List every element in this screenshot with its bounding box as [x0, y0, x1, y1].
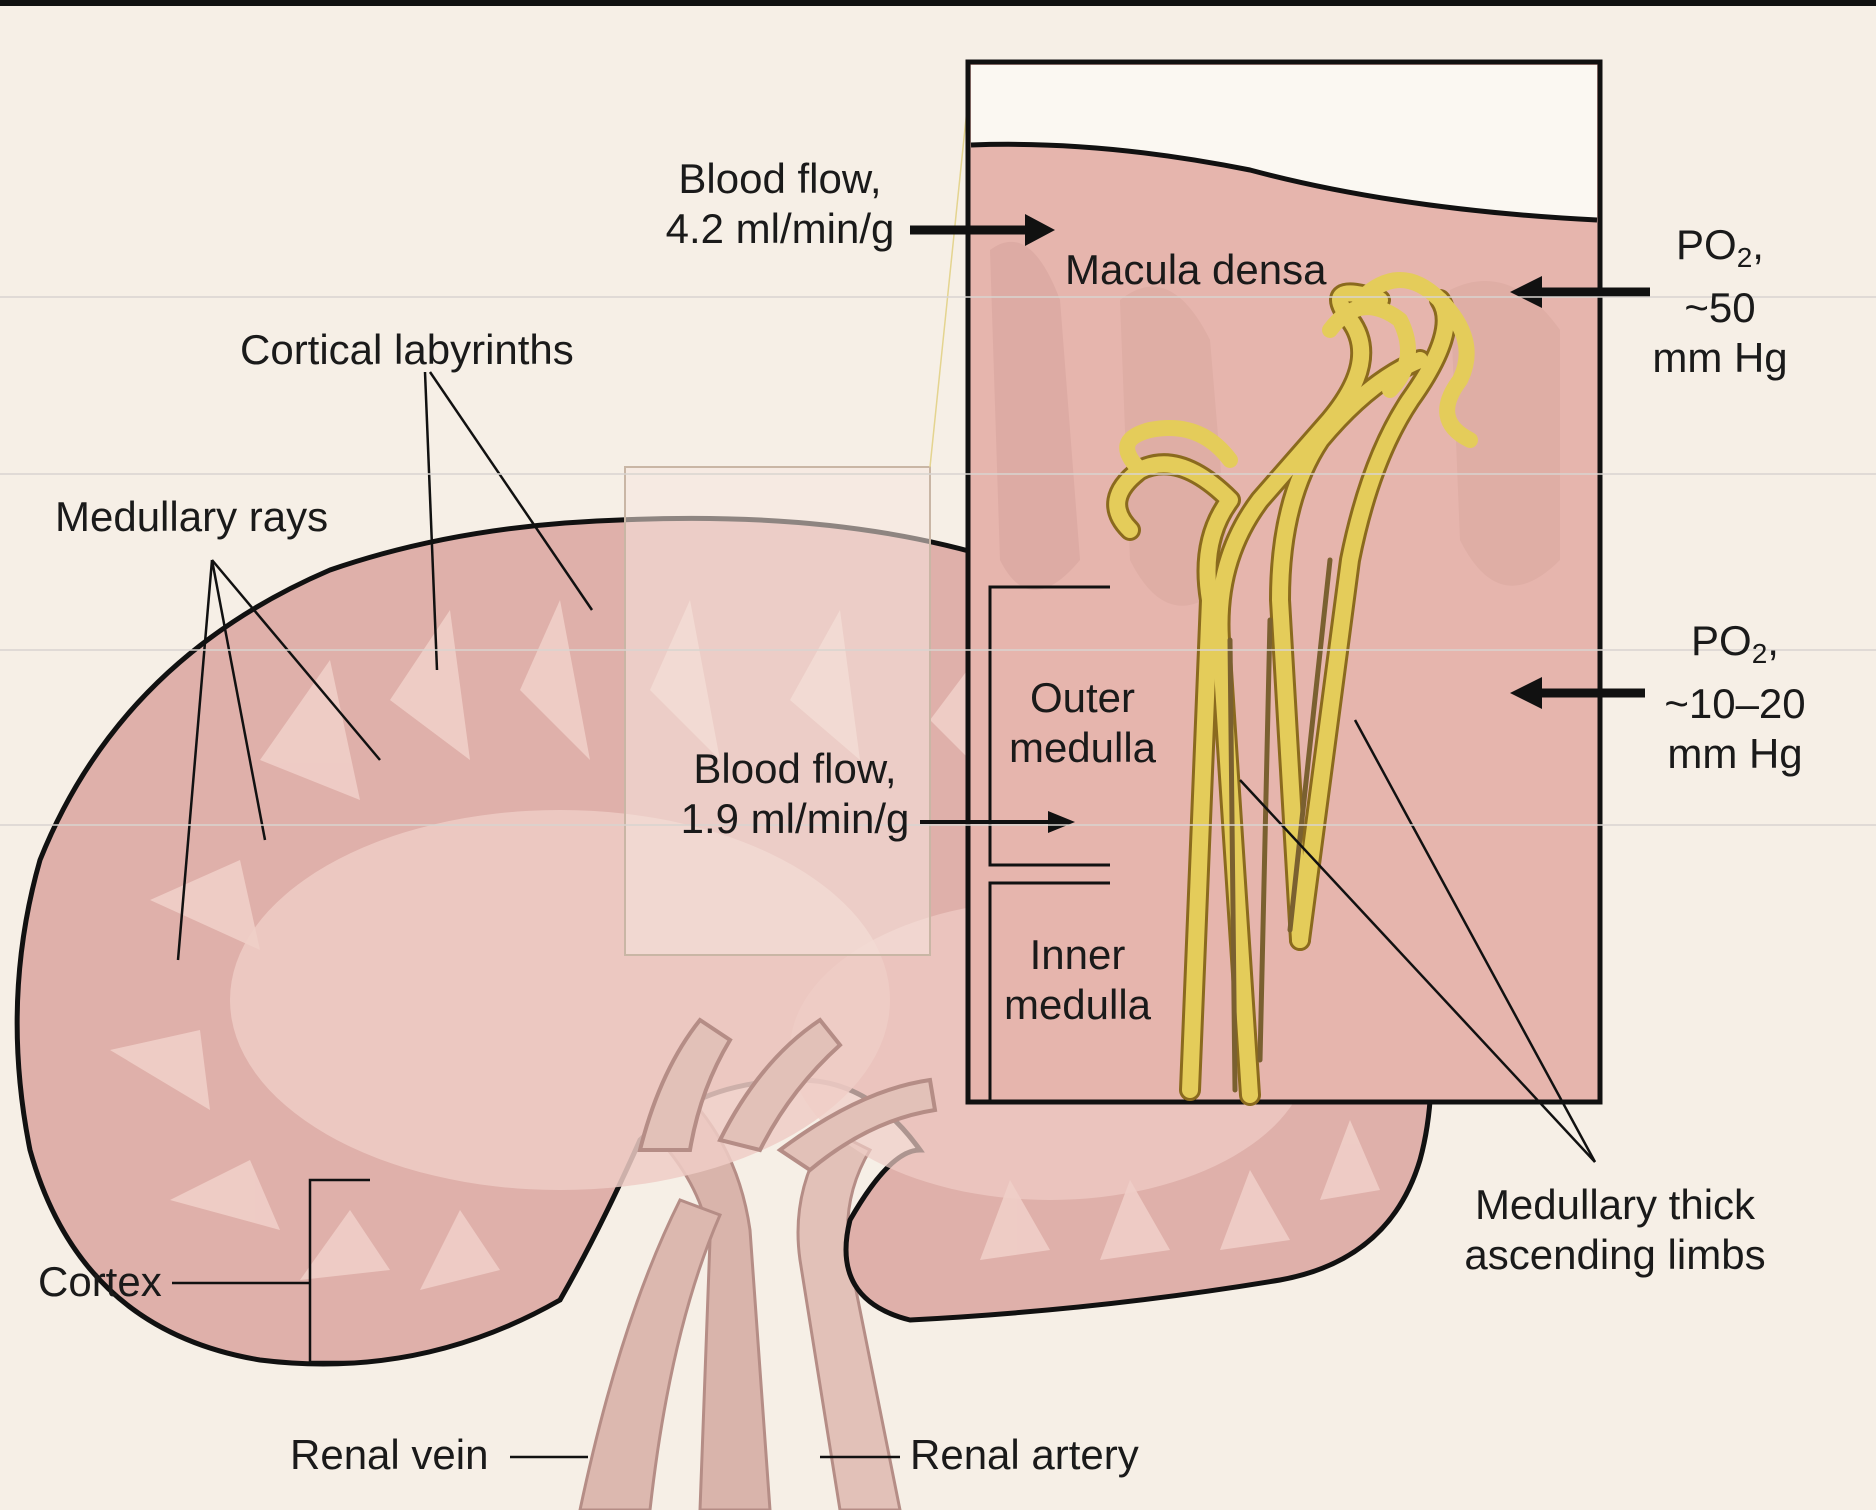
medullary-thick-limbs-label: Medullary thick ascending limbs	[1440, 1180, 1790, 1280]
po2-cortex-title: PO2,	[1625, 220, 1815, 283]
inner-medulla-line2: medulla	[995, 980, 1160, 1030]
blood-flow-cortex-label: Blood flow, 4.2 ml/min/g	[640, 154, 920, 254]
po2-cortex-value: ~50	[1625, 283, 1815, 333]
po2-medulla-value: ~10–20	[1640, 679, 1830, 729]
blood-flow-cortex-line2: 4.2 ml/min/g	[640, 204, 920, 254]
medullary-thick-line2: ascending limbs	[1440, 1230, 1790, 1280]
zoom-source-box	[625, 467, 930, 955]
blood-flow-medulla-line2: 1.9 ml/min/g	[650, 794, 940, 844]
top-border-line	[0, 0, 1876, 6]
outer-medulla-line1: Outer	[995, 673, 1170, 723]
po2-cortex-unit: mm Hg	[1625, 333, 1815, 383]
po2-medulla-label: PO2, ~10–20 mm Hg	[1640, 616, 1830, 779]
blood-flow-cortex-line1: Blood flow,	[640, 154, 920, 204]
po2-medulla-title: PO2,	[1640, 616, 1830, 679]
medullary-thick-line1: Medullary thick	[1440, 1180, 1790, 1230]
blood-flow-medulla-line1: Blood flow,	[650, 744, 940, 794]
cortex-label: Cortex	[38, 1257, 162, 1307]
zoom-connector-line	[930, 80, 970, 467]
outer-medulla-label: Outer medulla	[995, 673, 1170, 773]
blood-flow-medulla-label: Blood flow, 1.9 ml/min/g	[650, 744, 940, 844]
inner-medulla-line1: Inner	[995, 930, 1160, 980]
cortical-labyrinths-label: Cortical labyrinths	[240, 325, 574, 375]
po2-cortex-label: PO2, ~50 mm Hg	[1625, 220, 1815, 383]
inner-medulla-label: Inner medulla	[995, 930, 1160, 1030]
outer-medulla-line2: medulla	[995, 723, 1170, 773]
renal-vein-label: Renal vein	[290, 1430, 488, 1480]
macula-densa-label: Macula densa	[1065, 245, 1327, 295]
po2-medulla-unit: mm Hg	[1640, 729, 1830, 779]
medullary-rays-label: Medullary rays	[55, 492, 328, 542]
renal-artery-label: Renal artery	[910, 1430, 1139, 1480]
